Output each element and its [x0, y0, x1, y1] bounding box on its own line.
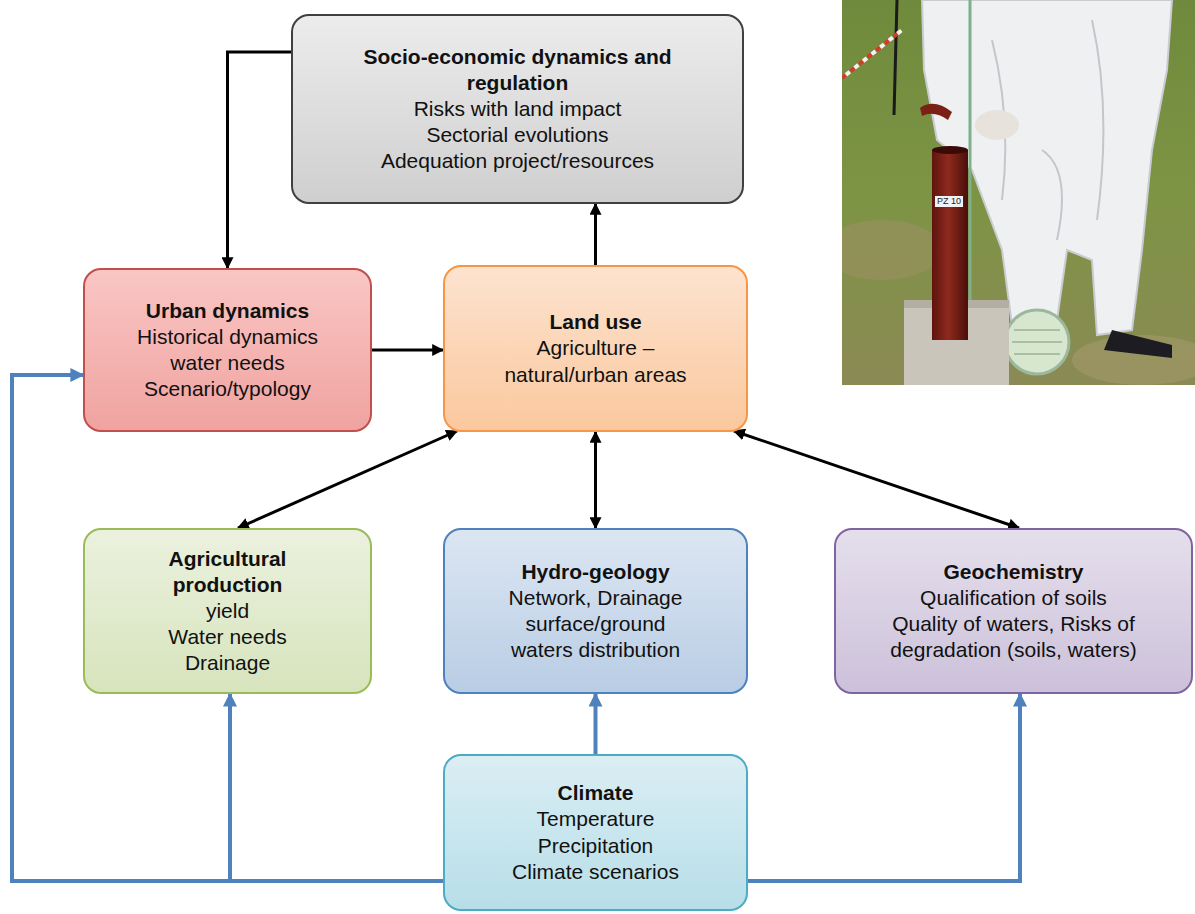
connector [734, 431, 1019, 528]
node-text: Temperature [537, 806, 655, 832]
connector [594, 204, 597, 265]
node-heading: Land use [549, 309, 641, 335]
node-heading: Agricultural production [143, 546, 313, 598]
geochemistry-box: GeochemistryQualification of soilsQualit… [834, 528, 1193, 694]
node-text: Agriculture – natural/urban areas [481, 335, 711, 387]
connector [238, 431, 457, 528]
node-heading: Climate [558, 780, 634, 806]
node-text: Drainage [185, 650, 270, 676]
node-heading: Urban dynamics [146, 298, 309, 324]
hydrogeology-box: Hydro-geologyNetwork, Drainage surface/g… [443, 528, 748, 694]
node-text: Scenario/typology [144, 376, 311, 402]
node-text: Quality of waters, Risks of degradation … [864, 611, 1164, 663]
node-heading: Geochemistry [943, 559, 1083, 585]
node-text: water needs [170, 350, 284, 376]
node-text: Climate scenarios [512, 859, 679, 885]
node-text: yield [206, 598, 249, 624]
node-heading: Socio-economic dynamics and regulation [328, 44, 708, 96]
connector [748, 694, 1020, 881]
node-text: Qualification of soils [920, 585, 1107, 611]
node-text: Network, Drainage surface/ground waters … [493, 585, 698, 663]
climate-box: ClimateTemperaturePrecipitationClimate s… [443, 754, 748, 911]
node-text: Historical dynamics [137, 324, 318, 350]
connector [230, 694, 443, 881]
node-text: Adequation project/resources [381, 148, 654, 174]
node-text: Water needs [168, 624, 286, 650]
connector [372, 349, 443, 352]
socio-economic-box: Socio-economic dynamics and regulationRi… [291, 14, 744, 204]
connector [594, 432, 597, 528]
node-heading: Hydro-geology [521, 559, 669, 585]
agriculture-box: Agricultural productionyieldWater needsD… [83, 528, 372, 694]
node-text: Precipitation [538, 833, 654, 859]
photo-label: PZ 10 [935, 196, 963, 207]
node-text: Sectorial evolutions [426, 122, 608, 148]
node-text: Risks with land impact [414, 96, 622, 122]
field-photo [842, 0, 1195, 385]
connector [228, 52, 292, 268]
connector [12, 375, 443, 881]
land-use-box: Land useAgriculture – natural/urban area… [443, 265, 748, 432]
connector [594, 694, 598, 754]
urban-box: Urban dynamicsHistorical dynamicswater n… [83, 268, 372, 432]
